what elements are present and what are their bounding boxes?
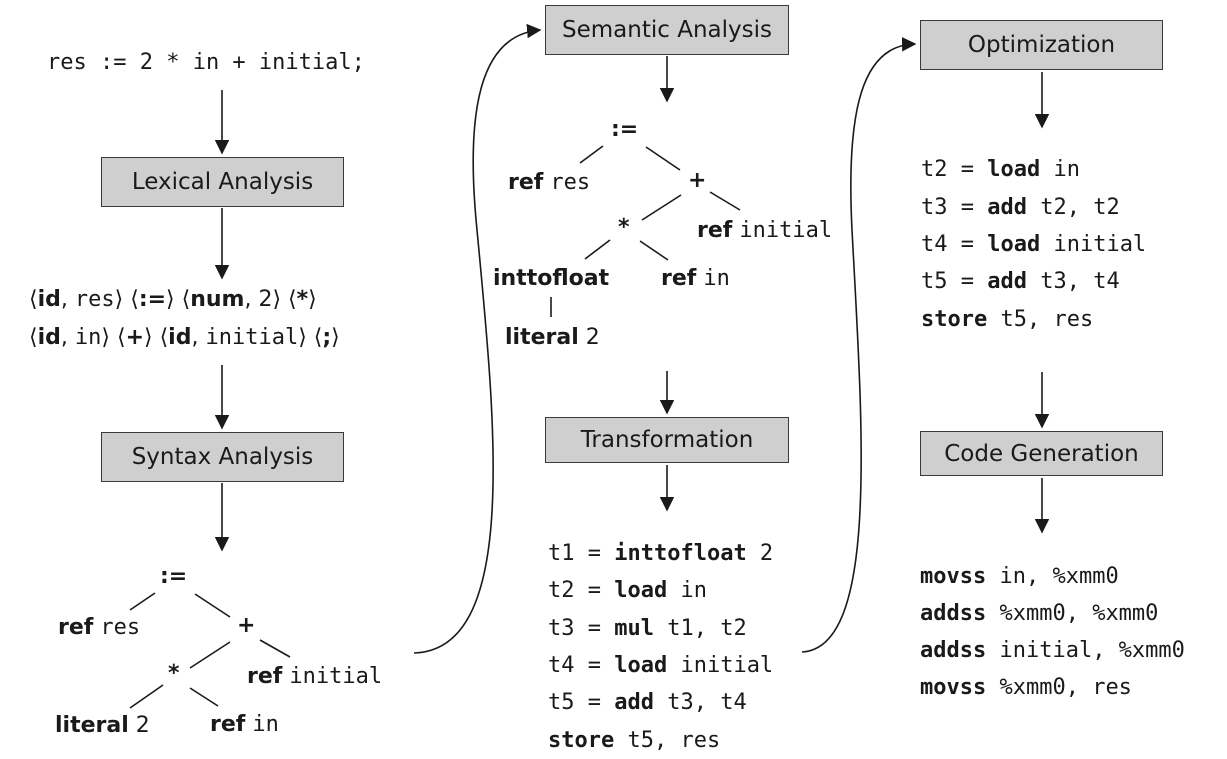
transformation-code-line: store t5, res: [548, 728, 721, 753]
stage-transformation: Transformation: [545, 417, 789, 463]
token-kw: +: [125, 325, 144, 350]
optimization-code-line: t3 = add t2, t2: [921, 195, 1120, 220]
optimization-code-line: t5 = add t3, t4: [921, 269, 1120, 294]
curve-syntax-to-semantic: [413, 23, 542, 654]
stage-lexical-analysis: Lexical Analysis: [101, 157, 344, 207]
token-val: in: [74, 325, 102, 350]
transformation-code-line: t3 = mul t1, t2: [548, 616, 747, 641]
stage-semantic-analysis: Semantic Analysis: [545, 5, 789, 55]
codegen-code-line: movss in, %xmm0: [920, 564, 1119, 589]
codegen-code-line: addss %xmm0, %xmm0: [920, 601, 1159, 626]
optimization-code-line: store t5, res: [921, 307, 1094, 332]
semantic-tree-inttofloat-node: inttofloat: [493, 266, 610, 291]
token-kw: :=: [138, 287, 167, 312]
token-kw: id: [37, 287, 61, 312]
semantic-tree-ref-in-node: ref in: [661, 266, 730, 291]
optimization-code-line: t2 = load in: [921, 157, 1080, 182]
syntax-tree-ref-initial-node: ref initial: [247, 664, 383, 689]
semantic-tree-ref-res-node: ref res: [508, 170, 591, 195]
token-kw: num: [190, 287, 245, 312]
codegen-code-line: movss %xmm0, res: [920, 675, 1132, 700]
transformation-code-line: t1 = inttofloat 2: [548, 541, 774, 566]
optimization-code-line: t4 = load initial: [921, 232, 1147, 257]
syntax-tree-plus-node: +: [237, 613, 256, 638]
syntax-tree-mul-node: *: [168, 661, 180, 686]
token-val: 2: [258, 287, 273, 312]
syntax-tree-ref-res-node: ref res: [58, 615, 141, 640]
source-code: res := 2 * in + initial;: [47, 50, 365, 75]
token-kw: id: [37, 325, 61, 350]
syntax-tree-literal-node: literal 2: [55, 713, 150, 738]
token-kw: ;: [322, 325, 332, 350]
curve-transformation-to-optimization: [801, 37, 917, 653]
token-kw: id: [168, 325, 192, 350]
codegen-code-line: addss initial, %xmm0: [920, 638, 1185, 663]
syntax-tree-ref-in-node: ref in: [210, 712, 279, 737]
transformation-code-line: t2 = load in: [548, 578, 707, 603]
semantic-tree-plus-node: +: [688, 168, 707, 193]
semantic-tree-mul-node: *: [618, 215, 630, 240]
stage-syntax-analysis: Syntax Analysis: [101, 432, 344, 482]
semantic-tree-literal-node: literal 2: [505, 325, 600, 350]
transformation-code-line: t5 = add t3, t4: [548, 690, 747, 715]
stage-optimization: Optimization: [920, 20, 1163, 70]
semantic-tree-ref-initial-node: ref initial: [697, 218, 833, 243]
token-kw: *: [296, 287, 309, 312]
token-val: res: [74, 287, 115, 312]
token-line-2: ⟨id, in⟩ ⟨+⟩ ⟨id, initial⟩ ⟨;⟩: [29, 325, 340, 350]
syntax-tree-assign-node: :=: [160, 564, 188, 589]
stage-code-generation: Code Generation: [920, 431, 1163, 476]
semantic-tree-assign-node: :=: [611, 117, 639, 142]
transformation-code-line: t4 = load initial: [548, 653, 774, 678]
token-line-1: ⟨id, res⟩ ⟨:=⟩ ⟨num, 2⟩ ⟨*⟩: [29, 287, 317, 312]
token-val: initial: [205, 325, 299, 350]
